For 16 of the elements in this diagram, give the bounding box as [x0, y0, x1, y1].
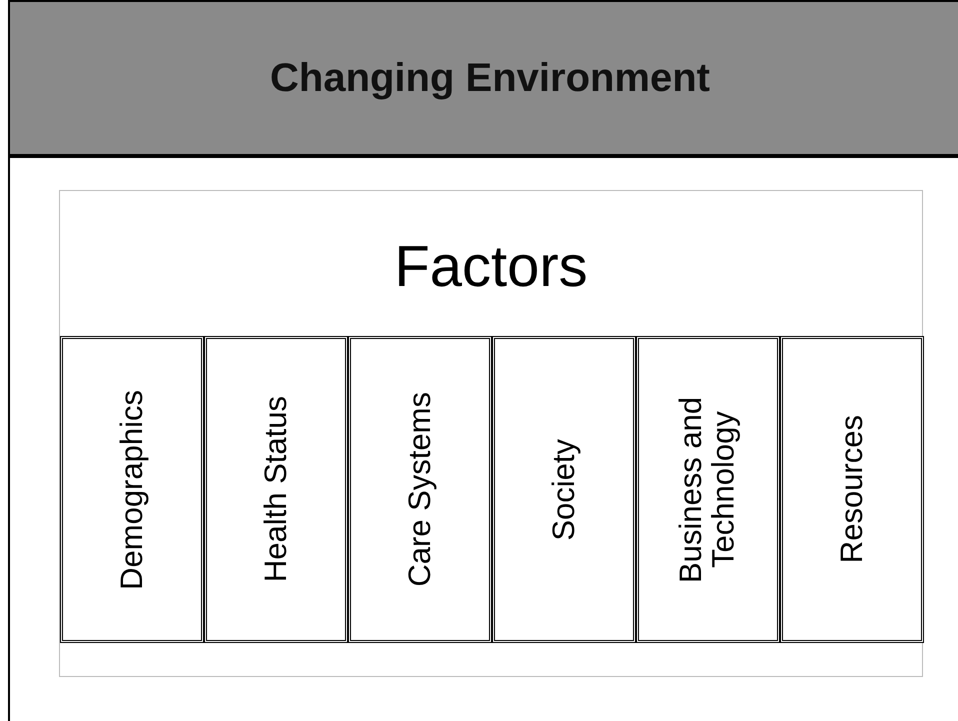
group-panel	[59, 190, 923, 677]
factor-box	[492, 336, 636, 643]
factor-box	[60, 336, 204, 643]
factor-label: Resources	[836, 415, 868, 564]
factor-label: Business and Technology	[675, 395, 741, 585]
factor-label: Care Systems	[404, 392, 436, 587]
frame	[8, 0, 958, 721]
group-title: Factors	[394, 234, 588, 299]
factor-box	[204, 336, 348, 643]
factor-label: Society	[548, 438, 580, 540]
factor-box	[780, 336, 924, 643]
title-banner: Changing Environment	[10, 0, 958, 158]
factor-box	[636, 336, 780, 643]
factor-label: Health Status	[260, 396, 292, 583]
factor-label: Demographics	[116, 390, 148, 590]
factor-box	[348, 336, 492, 643]
